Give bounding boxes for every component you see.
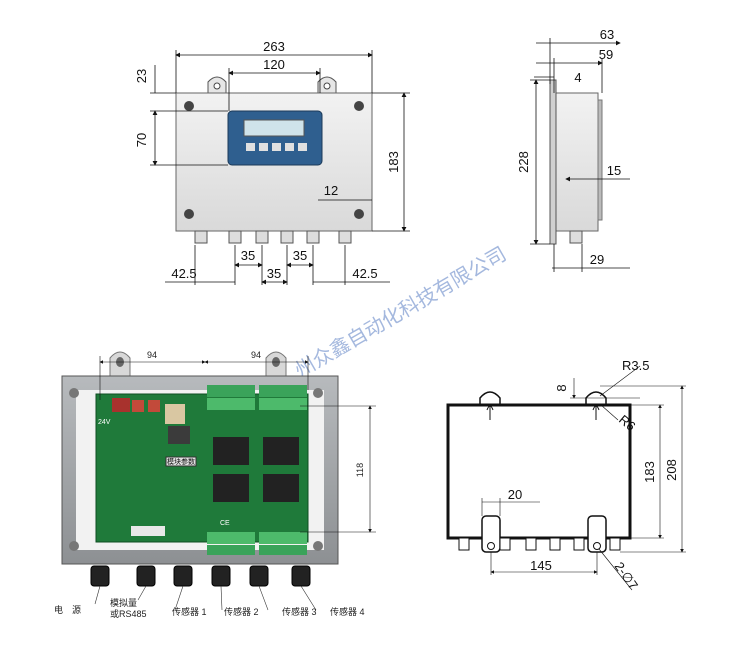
dim-gland-spacing-1: 35 — [241, 248, 255, 263]
dim-gland-length: 29 — [590, 252, 604, 267]
callout-analog: 模拟量 — [110, 597, 137, 608]
callout-sensor-1: 传感器 1 — [172, 606, 207, 617]
dim-gland-spacing-2: 35 — [267, 266, 281, 281]
pcb-button-label: 模块参数 — [167, 457, 195, 466]
cable-glands-front — [194, 230, 352, 244]
dim-depth-body: 59 — [599, 47, 613, 62]
dim-bracket-width: 20 — [508, 487, 522, 502]
back-enclosure — [446, 403, 632, 540]
dim-side-height: 228 — [516, 151, 531, 173]
dim-inset: 15 — [607, 163, 621, 178]
dim-photo-left: 94 — [147, 350, 157, 360]
pcb-board — [95, 393, 309, 543]
callout-power: 电 源 — [54, 604, 81, 615]
mount-ear-right — [317, 76, 337, 94]
dim-height-outer: 208 — [664, 459, 679, 481]
mount-ear-left — [207, 76, 227, 94]
dim-gland-right: 42.5 — [352, 266, 377, 281]
dim-display-height: 70 — [134, 133, 149, 147]
dim-mount-spacing: 120 — [263, 57, 285, 72]
front-view: 263 120 23 70 183 12 42.5 35 35 35 42.5 — [134, 39, 410, 285]
side-view: 63 59 4 228 15 29 — [516, 27, 630, 272]
dim-height-inner: 183 — [642, 461, 657, 483]
cable-glands-photo — [90, 565, 311, 587]
callout-sensor-2: 传感器 2 — [224, 606, 259, 617]
dim-photo-right: 94 — [251, 350, 261, 360]
callout-rs485: 或RS485 — [110, 608, 147, 619]
enclosure-side — [553, 92, 599, 232]
dim-photo-height: 118 — [355, 463, 365, 477]
internal-photo: 模块参数 24V CE 94 94 118 电 源 模拟量 或RS485 — [54, 350, 376, 619]
callout-sensor-3: 传感器 3 — [282, 606, 317, 617]
dim-height: 183 — [386, 151, 401, 173]
dim-slot-width: 8 — [554, 384, 569, 391]
pcb-voltage-label: 24V — [98, 419, 111, 426]
pcb-cert-label: CE — [220, 520, 230, 527]
dim-depth-total: 63 — [600, 27, 614, 42]
display-panel — [227, 110, 323, 166]
dim-lip: 4 — [574, 70, 581, 85]
dim-bracket-spacing: 145 — [530, 558, 552, 573]
back-view: R3.5 R6 8 183 208 20 145 2-∅7 — [446, 358, 686, 592]
dim-radius-large: R3.5 — [622, 358, 649, 373]
dim-gland-spacing-3: 35 — [293, 248, 307, 263]
dim-hole: 2-∅7 — [612, 559, 642, 592]
company-watermark: 州众鑫自动化科技有限公司 — [291, 242, 510, 382]
side-gland — [569, 230, 583, 244]
dim-edge-offset: 12 — [324, 183, 338, 198]
callout-sensor-4: 传感器 4 — [330, 606, 365, 617]
dim-top-offset: 23 — [134, 69, 149, 83]
dim-width-overall: 263 — [263, 39, 285, 54]
dim-gland-left: 42.5 — [171, 266, 196, 281]
mounting-plate — [549, 79, 557, 245]
